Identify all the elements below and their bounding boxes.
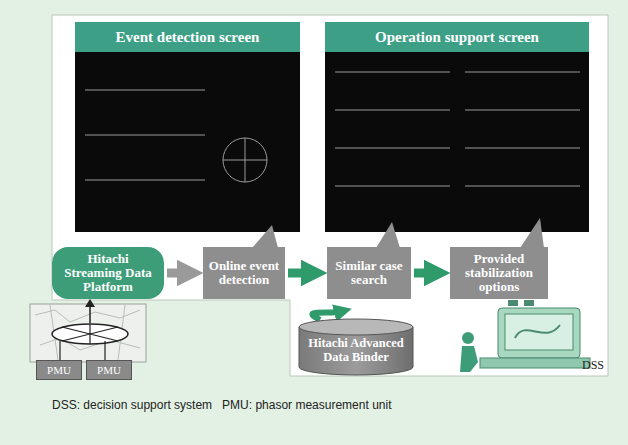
data-arrow [89,306,91,323]
trace [85,135,205,136]
process-box: Similar case search [327,247,411,299]
trace [335,110,580,111]
node-text: Event detection screen [116,29,260,46]
screen-plot [335,72,580,186]
node-text: PMU [97,364,121,376]
grid-lines [62,324,118,344]
screenshot [325,52,589,232]
screenshot [75,52,300,232]
callout-tail [252,225,278,248]
data-arrow-head [85,299,95,307]
grid-ring [52,324,128,344]
map [30,304,146,362]
flow-arrow [167,269,190,278]
node-text: PMU [47,364,71,376]
flow-arrow [312,311,343,320]
node-text: Hitachi Advanced Data Binder [304,337,408,365]
trace [85,180,205,181]
flow-arrow [414,269,437,278]
callout-tail [520,218,544,248]
caption: DSS: decision support system PMU: phasor… [52,398,391,412]
callout-tail [376,222,400,248]
flow-arrow [288,269,314,278]
pmu-box: PMU [36,360,82,380]
trace [335,72,580,73]
pmu-box: PMU [86,360,132,380]
screen-plot [85,90,267,182]
process-box: Online event detection [203,247,285,299]
node-text: Provided stabilization options [455,252,543,295]
platform-box: Hitachi Streaming Data Platform [52,247,164,299]
trace [85,90,205,91]
trace [335,148,580,149]
node-text: Hitachi Streaming Data Platform [58,252,158,295]
node-text: Similar case search [332,259,406,288]
pmu-wire [60,341,105,361]
node-text: Online event detection [208,259,280,288]
screen-header: Event detection screen [75,22,300,52]
node-text: Operation support screen [375,29,539,46]
process-box: Provided stabilization options [450,247,548,299]
operator-illustration [460,300,590,372]
screen-header: Operation support screen [325,22,589,52]
database-cylinder: Hitachi Advanced Data Binder [298,318,414,376]
system-label: DSS [582,358,604,373]
map-lines [35,305,140,360]
trace [335,186,580,187]
